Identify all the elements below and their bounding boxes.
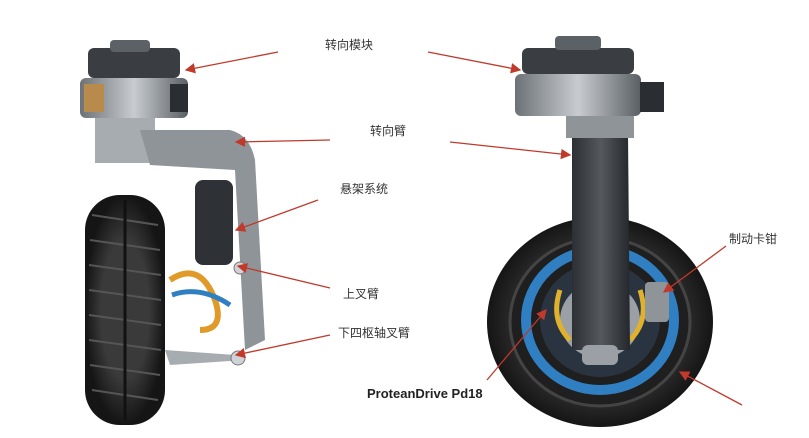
wheel-left: [85, 195, 165, 425]
label-suspension-system: 悬架系统: [340, 182, 389, 196]
steering-module-right: [515, 36, 664, 138]
label-product-name: ProteanDrive Pd18: [367, 386, 483, 401]
callout-arrows: [184, 51, 743, 406]
left-assembly: [80, 40, 265, 425]
steering-module-left: [80, 40, 188, 163]
label-steering-arm: 转向臂: [370, 124, 407, 138]
shock-absorber: [195, 180, 233, 265]
label-lower-pivot-wishbone: 下四枢轴叉臂: [338, 326, 411, 340]
label-upper-wishbone: 上叉臂: [343, 287, 380, 301]
label-brake-caliper: 制动卡钳: [729, 232, 778, 246]
right-assembly: [487, 36, 713, 427]
label-steering-module: 转向模块: [325, 38, 374, 52]
